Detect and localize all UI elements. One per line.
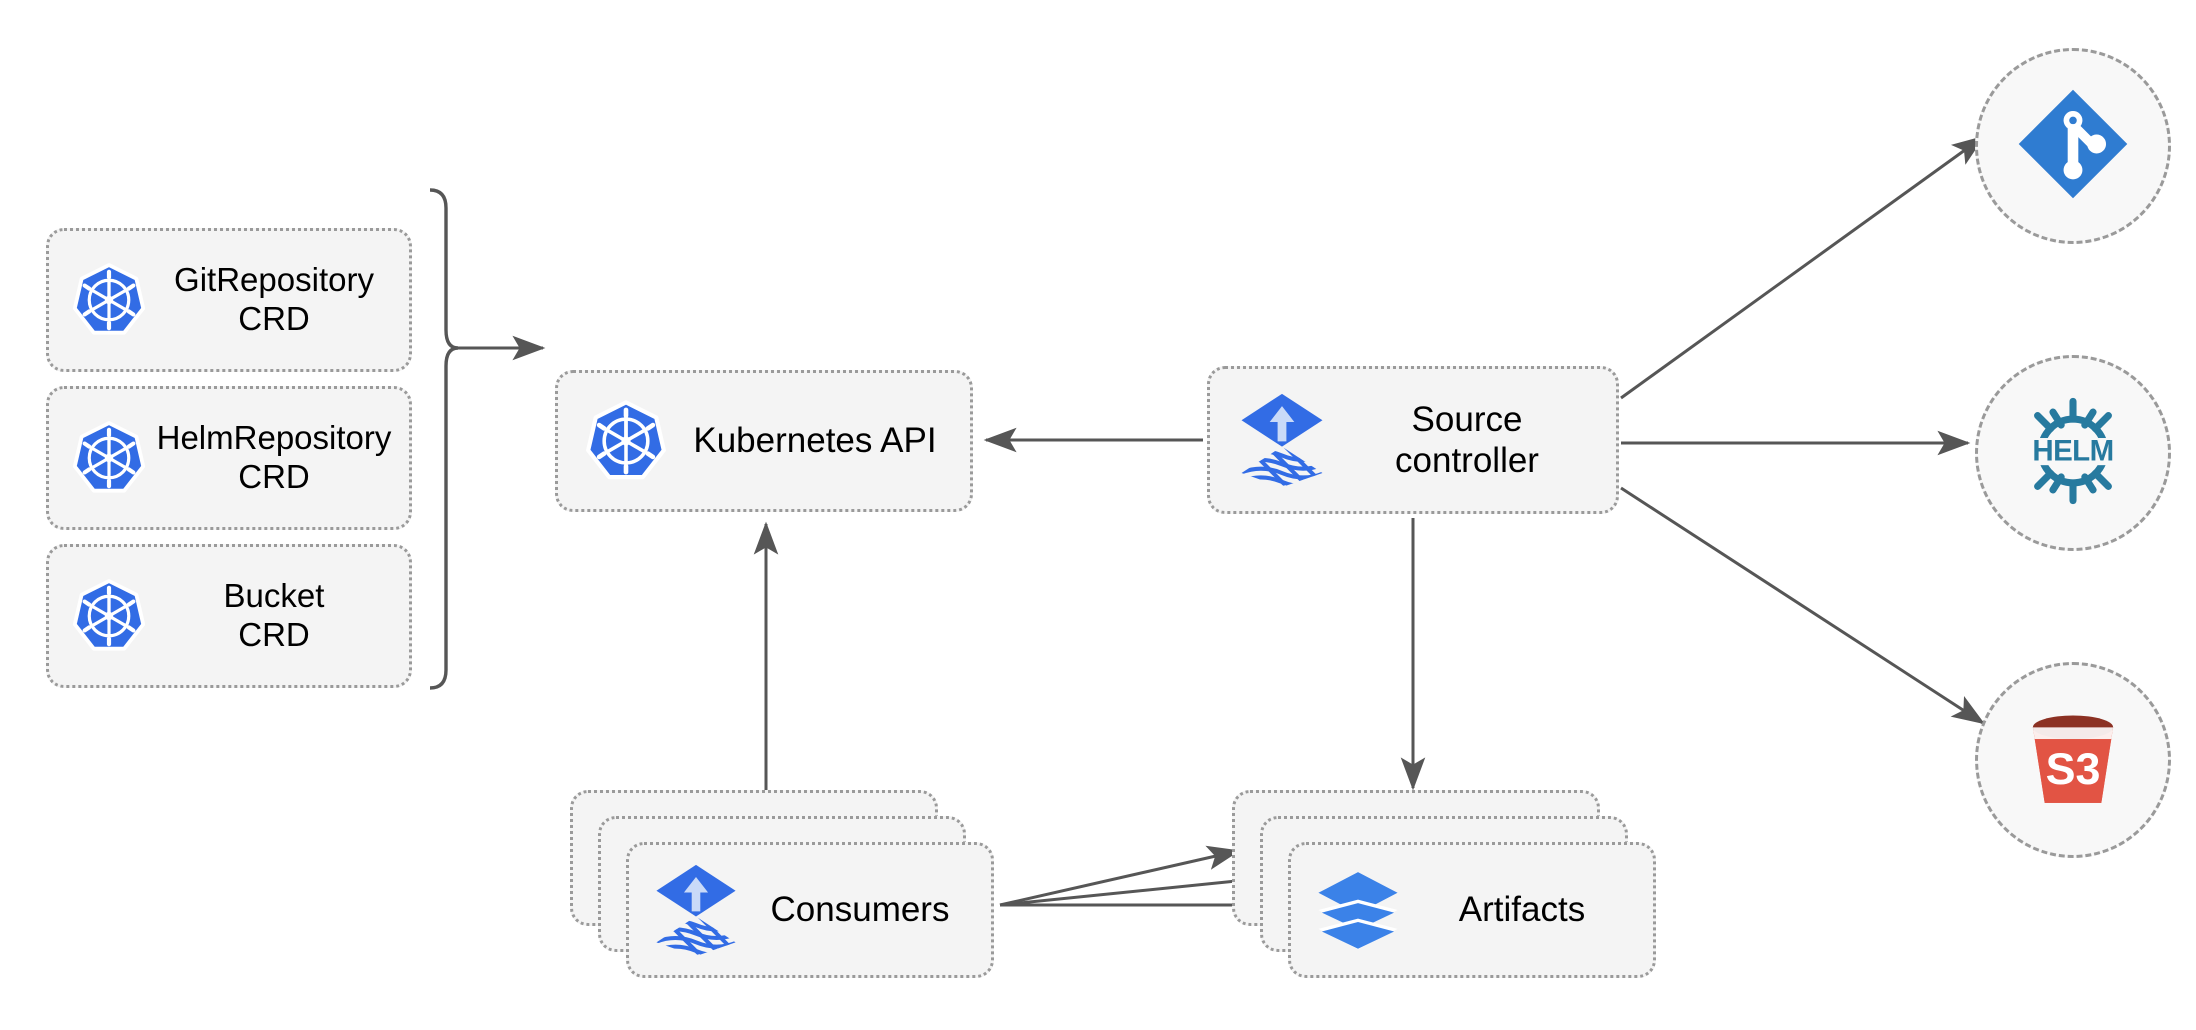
edge-consumers-to-artifacts-1: [999, 845, 1241, 907]
crd-box-helmrepository[interactable]: HelmRepository CRD: [46, 386, 412, 530]
node-artifacts-stack[interactable]: Artifacts: [1232, 790, 1662, 990]
node-label-artifacts: Artifacts: [1458, 890, 1586, 929]
crd-label-bucket: Bucket CRD: [223, 577, 325, 653]
flux-icon: [1238, 394, 1326, 486]
crd-label-helmrepository: HelmRepository CRD: [156, 419, 392, 495]
crd-label-gitrepository: GitRepository CRD: [174, 261, 374, 337]
git-icon: [2014, 85, 2132, 208]
flux-icon: [653, 865, 739, 955]
node-kubernetes-api[interactable]: Kubernetes API: [555, 370, 973, 512]
edge-source-to-git: [1620, 135, 1985, 400]
node-label-kubernetes-api: Kubernetes API: [693, 421, 937, 461]
helm-icon: [2014, 392, 2132, 515]
artifacts-sheet-front[interactable]: Artifacts: [1288, 842, 1656, 978]
kubernetes-icon: [584, 399, 668, 483]
s3-icon: [2014, 699, 2132, 822]
node-consumers-stack[interactable]: Consumers: [570, 790, 1000, 990]
kubernetes-icon: [71, 578, 147, 654]
crd-group-brace: [429, 188, 459, 690]
node-label-consumers: Consumers: [770, 890, 950, 929]
source-circle-git[interactable]: [1975, 48, 2171, 244]
edge-consumers-to-artifacts-2: [999, 868, 1269, 907]
layers-icon: [1315, 865, 1401, 955]
source-circle-helm[interactable]: [1975, 355, 2171, 551]
kubernetes-icon: [71, 262, 147, 338]
edge-source-to-s3: [1620, 486, 1986, 725]
node-label-source-controller: Source controller: [1395, 399, 1539, 480]
crd-box-gitrepository[interactable]: GitRepository CRD: [46, 228, 412, 372]
kubernetes-icon: [71, 420, 147, 496]
node-source-controller[interactable]: Source controller: [1207, 366, 1619, 514]
source-circle-s3[interactable]: [1975, 662, 2171, 858]
consumers-sheet-front[interactable]: Consumers: [626, 842, 994, 978]
crd-box-bucket[interactable]: Bucket CRD: [46, 544, 412, 688]
